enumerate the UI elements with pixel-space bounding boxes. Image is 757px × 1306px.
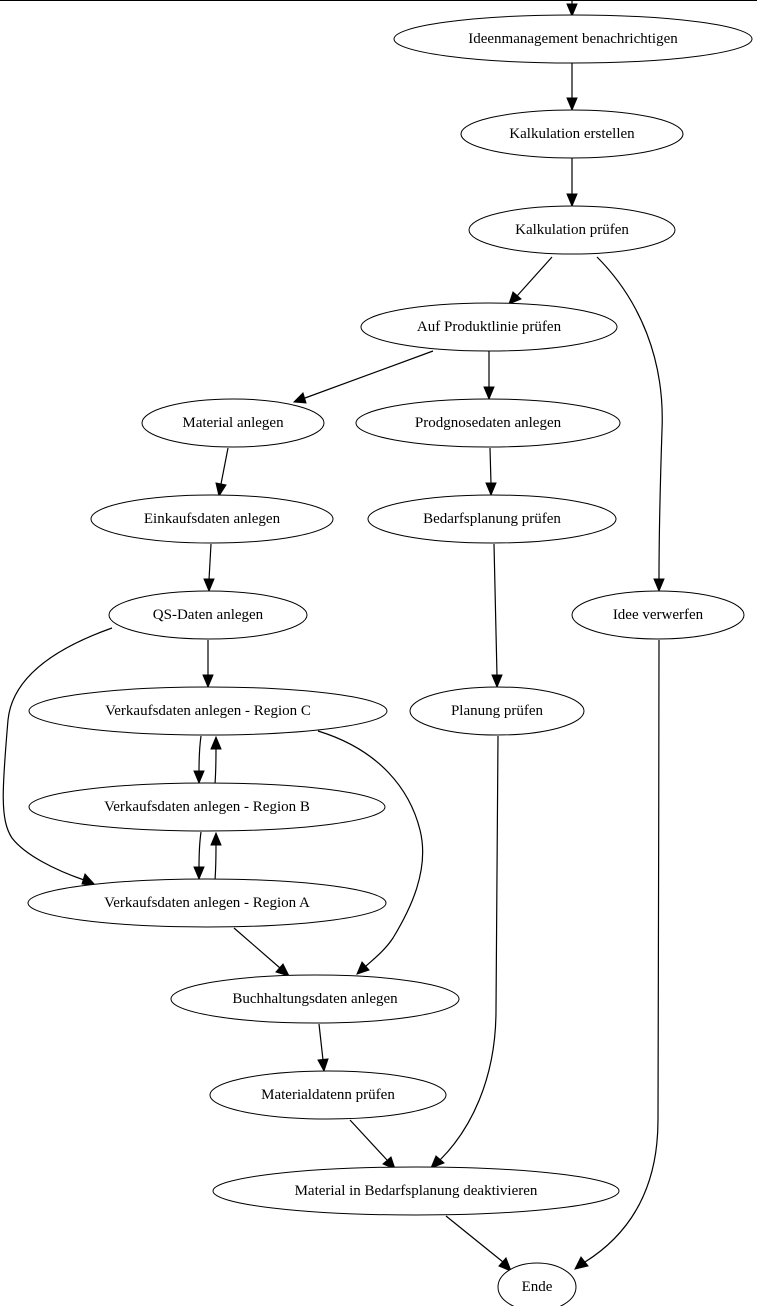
node-label: Planung prüfen [451, 703, 544, 719]
edge-region-b-to-region-a [193, 831, 205, 881]
node-label: Verkaufsdaten anlegen - Region C [105, 703, 311, 719]
node-label: Material anlegen [182, 415, 284, 431]
node-verkaufsdaten-region-c: Verkaufsdaten anlegen - Region C [28, 686, 388, 736]
node-qs-daten-anlegen: QS-Daten anlegen [108, 590, 308, 640]
node-kalkulation-pruefen: Kalkulation prüfen [468, 205, 676, 255]
node-label: Material in Bedarfsplanung deaktivieren [295, 1183, 538, 1199]
node-label: Ende [522, 1279, 553, 1295]
edge-planung-to-deaktivieren [430, 735, 499, 1169]
node-label: Prodgnosedaten anlegen [415, 415, 562, 431]
node-label: Einkaufsdaten anlegen [144, 511, 281, 527]
edge-region-b-to-region-c [210, 735, 222, 785]
node-verkaufsdaten-region-a: Verkaufsdaten anlegen - Region A [27, 878, 387, 928]
edge-idee-verwerfen-to-ende [574, 639, 660, 1270]
node-label: Idee verwerfen [613, 607, 704, 623]
edge-bedarfsplanung-to-planung [491, 543, 503, 689]
node-idee-verwerfen: Idee verwerfen [571, 590, 745, 640]
edge-region-c-to-buchhaltung [317, 730, 424, 975]
edge-kalk-erstellen-to-kalk-pruefen [566, 158, 578, 208]
edge-region-a-to-buchhaltung [233, 927, 290, 977]
node-ende: Ende [497, 1262, 577, 1306]
node-material-anlegen: Material anlegen [141, 398, 325, 448]
node-einkaufsdaten-anlegen: Einkaufsdaten anlegen [90, 494, 334, 544]
edge-kalk-pruefen-to-produktlinie [508, 256, 553, 305]
edge-kalk-pruefen-to-idee-verwerfen [596, 256, 665, 593]
edge-materialdaten-to-deaktivieren [349, 1119, 396, 1170]
edge-material-anlegen-to-einkauf [215, 447, 229, 498]
edge-prognose-to-bedarfsplanung [485, 447, 497, 497]
node-label: Buchhaltungsdaten anlegen [232, 991, 398, 1007]
edge-qs-to-region-a [2, 627, 113, 887]
edge-start-to-ideenmanagement [566, 0, 578, 18]
node-material-bedarfsplanung-deaktivieren: Material in Bedarfsplanung deaktivieren [212, 1166, 620, 1216]
nodes: Ideenmanagement benachrichtigen Kalkulat… [27, 14, 753, 1306]
edge-ideenmanagement-to-kalk-erstellen [566, 63, 578, 112]
node-materialdatenn-pruefen: Materialdatenn prüfen [209, 1070, 447, 1120]
edge-region-c-to-region-b [193, 735, 205, 785]
node-label: Bedarfsplanung prüfen [423, 511, 561, 527]
node-label: Kalkulation prüfen [515, 222, 629, 238]
node-label: Kalkulation erstellen [509, 126, 635, 142]
edge-produktlinie-to-material-anlegen [292, 350, 434, 404]
edge-buchhaltung-to-materialdaten [317, 1023, 329, 1073]
node-planung-pruefen: Planung prüfen [409, 686, 585, 736]
node-buchhaltungsdaten-anlegen: Buchhaltungsdaten anlegen [170, 974, 460, 1024]
node-label: Verkaufsdaten anlegen - Region B [104, 799, 310, 815]
node-bedarfsplanung-pruefen: Bedarfsplanung prüfen [367, 494, 617, 544]
edge-qs-to-region-c [202, 640, 214, 689]
edge-einkauf-to-qs [203, 543, 215, 593]
node-label: Ideenmanagement benachrichtigen [468, 31, 678, 47]
node-prodgnosedaten-anlegen: Prodgnosedaten anlegen [355, 398, 621, 448]
node-label: QS-Daten anlegen [153, 607, 264, 623]
node-verkaufsdaten-region-b: Verkaufsdaten anlegen - Region B [28, 782, 386, 832]
node-label: Verkaufsdaten anlegen - Region A [104, 895, 310, 911]
node-kalkulation-erstellen: Kalkulation erstellen [460, 109, 684, 159]
node-ideenmanagement: Ideenmanagement benachrichtigen [393, 14, 753, 64]
edge-deaktivieren-to-ende [445, 1215, 512, 1272]
edges [2, 0, 665, 1272]
node-label: Materialdatenn prüfen [261, 1087, 395, 1103]
edge-region-a-to-region-b [210, 831, 222, 881]
node-label: Auf Produktlinie prüfen [417, 319, 562, 335]
node-auf-produktlinie-pruefen: Auf Produktlinie prüfen [360, 302, 618, 352]
edge-produktlinie-to-prognose [483, 351, 495, 401]
